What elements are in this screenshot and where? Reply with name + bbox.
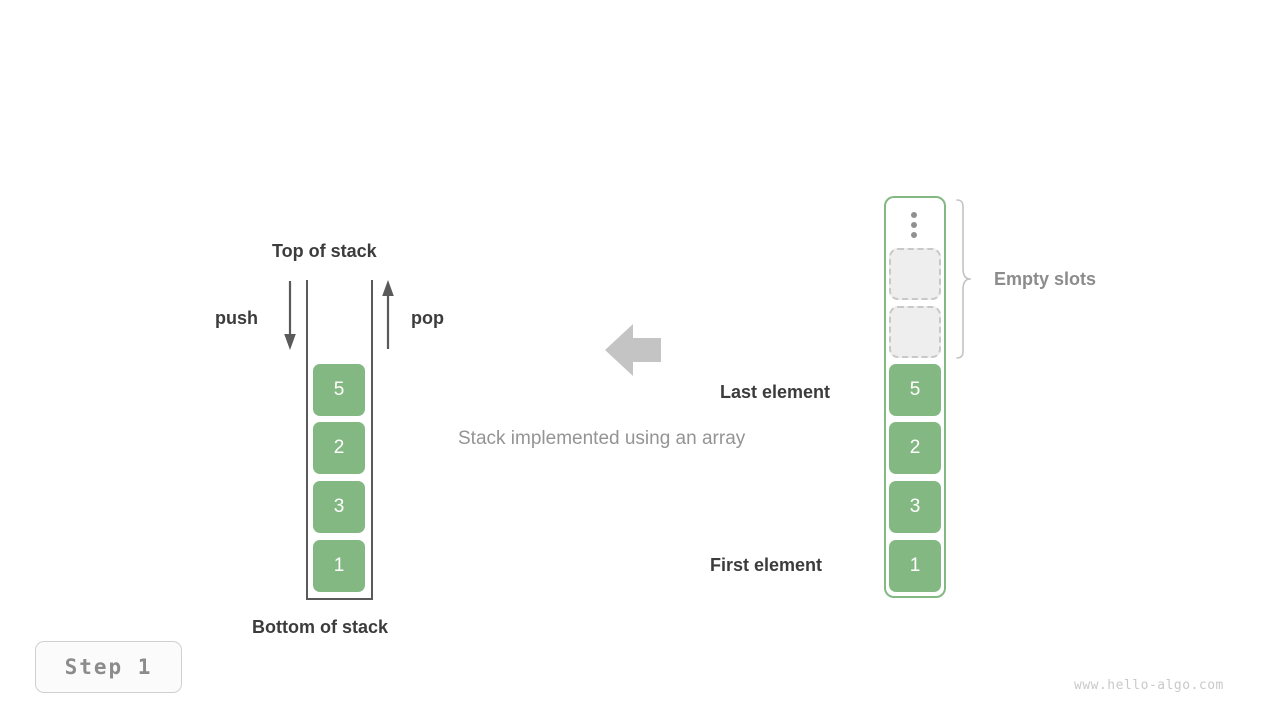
- top-of-stack-label: Top of stack: [272, 241, 377, 261]
- empty-slots-label: Empty slots: [994, 269, 1097, 289]
- down-arrow-icon: [284, 281, 296, 350]
- stack-element: 2: [313, 422, 365, 474]
- stack-element: 5: [313, 364, 365, 416]
- array-element: 2: [889, 422, 941, 474]
- stack-right-wall: [371, 280, 373, 600]
- vertical-ellipsis-icon: [911, 212, 917, 238]
- curly-brace-icon: [956, 199, 971, 359]
- push-label: push: [215, 308, 258, 328]
- diagram-caption: Stack implemented using an array: [458, 428, 746, 449]
- left-arrow-icon: [605, 324, 661, 376]
- watermark: www.hello-algo.com: [1074, 678, 1224, 693]
- array-element: 1: [889, 540, 941, 592]
- up-arrow-icon: [382, 280, 394, 349]
- stack-left-wall: [306, 280, 308, 600]
- last-element-label: Last element: [720, 382, 831, 402]
- stack-element: 1: [313, 540, 365, 592]
- pop-label: pop: [411, 308, 444, 328]
- stack-element: 3: [313, 481, 365, 533]
- array-element: 3: [889, 481, 941, 533]
- stack-bottom-wall: [306, 598, 373, 600]
- array-element: 5: [889, 364, 941, 416]
- step-badge: Step 1: [35, 641, 182, 693]
- bottom-of-stack-label: Bottom of stack: [252, 617, 389, 637]
- first-element-label: First element: [710, 555, 823, 575]
- empty-slot: [889, 306, 941, 358]
- empty-slot: [889, 248, 941, 300]
